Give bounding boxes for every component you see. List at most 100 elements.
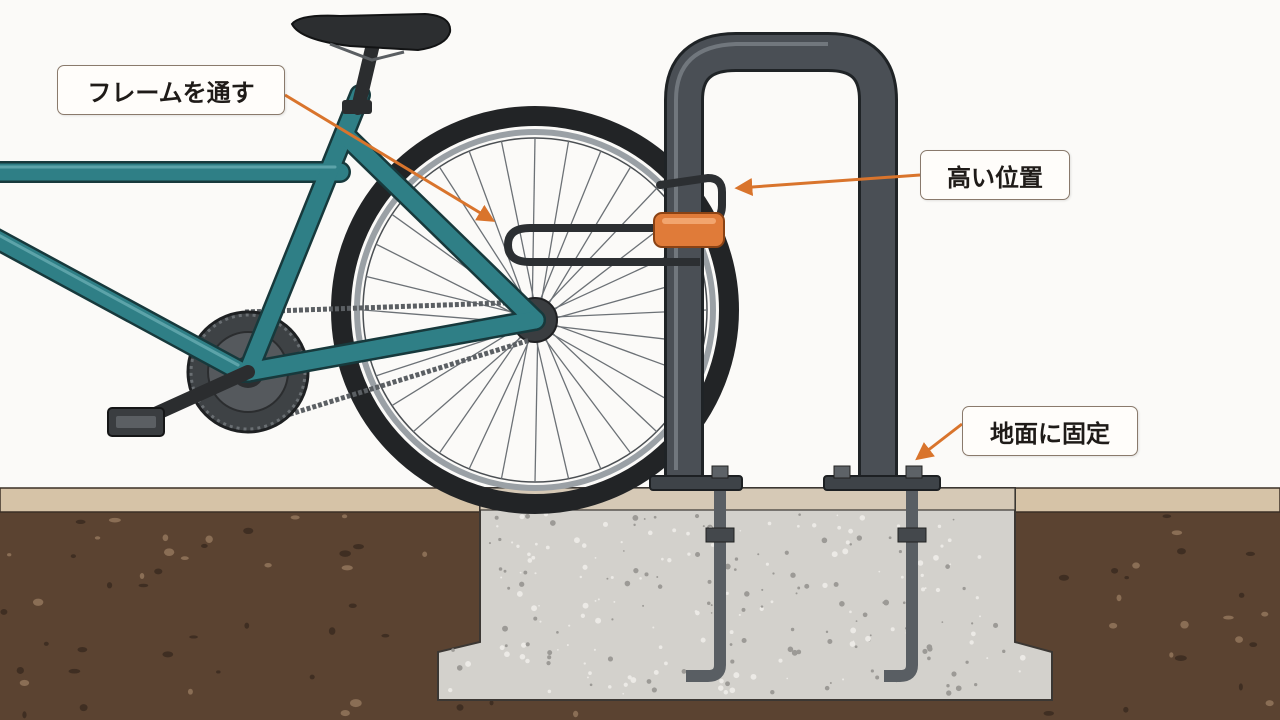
concrete-speck: [825, 630, 829, 634]
callout-ground-fix: 地面に固定: [962, 406, 1138, 456]
concrete-speck: [796, 524, 800, 528]
concrete-speck: [527, 552, 531, 557]
concrete-speck: [519, 571, 522, 574]
soil-speck: [1245, 551, 1256, 557]
spoke: [500, 332, 531, 479]
concrete-speck: [822, 582, 828, 588]
concrete-speck: [488, 542, 491, 545]
concrete-speck: [687, 552, 691, 556]
concrete-speck: [627, 675, 632, 680]
soil-speck: [154, 568, 163, 575]
concrete-speck: [962, 586, 966, 591]
spoke: [534, 333, 570, 479]
soil-speck: [1223, 615, 1234, 620]
soil-speck: [139, 573, 145, 580]
soil-speck: [138, 583, 149, 588]
concrete-speck: [539, 620, 542, 623]
concrete-speck: [568, 624, 571, 627]
concrete-speck: [725, 681, 730, 687]
concrete-speck: [725, 591, 729, 595]
soil-speck: [1238, 683, 1243, 691]
soil-speck: [1058, 574, 1070, 581]
concrete-speck: [534, 572, 537, 575]
concrete-speck: [710, 543, 715, 547]
concrete-speck: [865, 635, 871, 642]
concrete-speck: [898, 550, 902, 554]
concrete-speck: [499, 645, 505, 651]
concrete-speck: [547, 650, 553, 656]
bike-chain: [244, 299, 531, 428]
soil-speck: [1123, 706, 1129, 713]
concrete-speck: [797, 586, 801, 590]
soil-speck: [1235, 636, 1243, 643]
soil-speck: [341, 514, 348, 519]
concrete-speck: [686, 531, 690, 536]
soil-speck: [1124, 575, 1129, 580]
spoke: [539, 332, 632, 454]
soil-speck: [1116, 594, 1122, 602]
soil-speck: [1249, 642, 1258, 648]
arrow-high: [734, 173, 921, 196]
concrete-speck: [632, 514, 639, 521]
spoke: [531, 137, 536, 307]
concrete-speck: [833, 582, 839, 587]
soil-speck: [1132, 562, 1140, 569]
rack-tube: [667, 35, 895, 482]
concrete-speck: [862, 612, 868, 618]
soil-speck: [77, 647, 88, 653]
soil-speck: [7, 553, 12, 557]
concrete-speck: [765, 562, 769, 566]
soil-speck: [1261, 611, 1269, 617]
rack-outline: [664, 31, 898, 482]
soil-speck: [340, 710, 350, 717]
u-lock: [503, 173, 726, 266]
concrete-speck: [965, 660, 969, 664]
soil-speck: [1043, 710, 1054, 716]
concrete-speck: [787, 646, 794, 653]
concrete-speck: [611, 618, 614, 621]
concrete-speck: [921, 587, 926, 592]
concrete-speck: [739, 529, 742, 532]
concrete-speck: [917, 560, 924, 566]
concrete-foundation: [437, 487, 1053, 701]
soil-speck: [348, 603, 357, 608]
concrete-speck: [869, 634, 872, 637]
concrete-speck: [812, 523, 817, 528]
concrete-speck: [582, 564, 588, 570]
concrete-speck: [986, 657, 989, 660]
concrete-speck: [842, 678, 845, 681]
concrete-speck: [1002, 649, 1006, 654]
concrete-speck: [854, 645, 858, 649]
concrete-speck: [607, 685, 612, 689]
concrete-speck: [695, 551, 701, 557]
concrete-speck: [653, 515, 657, 519]
concrete-speck: [859, 515, 866, 521]
concrete-speck: [920, 573, 924, 578]
concrete-speck: [902, 601, 906, 605]
concrete-speck: [738, 613, 741, 616]
soil-speck: [1238, 592, 1245, 598]
concrete-speck: [664, 661, 668, 666]
concrete-speck: [741, 607, 746, 612]
callout-frame-text: フレームを通す: [87, 78, 255, 107]
concrete-speck: [839, 600, 845, 607]
concrete-speck: [971, 622, 974, 625]
concrete-speck: [888, 536, 892, 540]
concrete-speck: [927, 656, 931, 661]
concrete-speck: [849, 543, 853, 546]
seat-clamp: [342, 100, 372, 114]
concrete-speck: [707, 579, 712, 584]
concrete-speck: [622, 692, 625, 695]
arrow-frame: [284, 93, 496, 222]
soil-speck: [244, 622, 250, 629]
concrete-speck: [633, 568, 639, 574]
soil-speck: [0, 608, 8, 615]
concrete-speck: [829, 682, 832, 685]
concrete-speck: [890, 627, 895, 632]
concrete-speck: [767, 521, 772, 526]
concrete-speck: [525, 513, 531, 519]
concrete-speck: [456, 665, 463, 671]
spoke: [391, 324, 523, 407]
concrete-speck: [883, 599, 890, 606]
concrete-speck: [734, 557, 739, 561]
